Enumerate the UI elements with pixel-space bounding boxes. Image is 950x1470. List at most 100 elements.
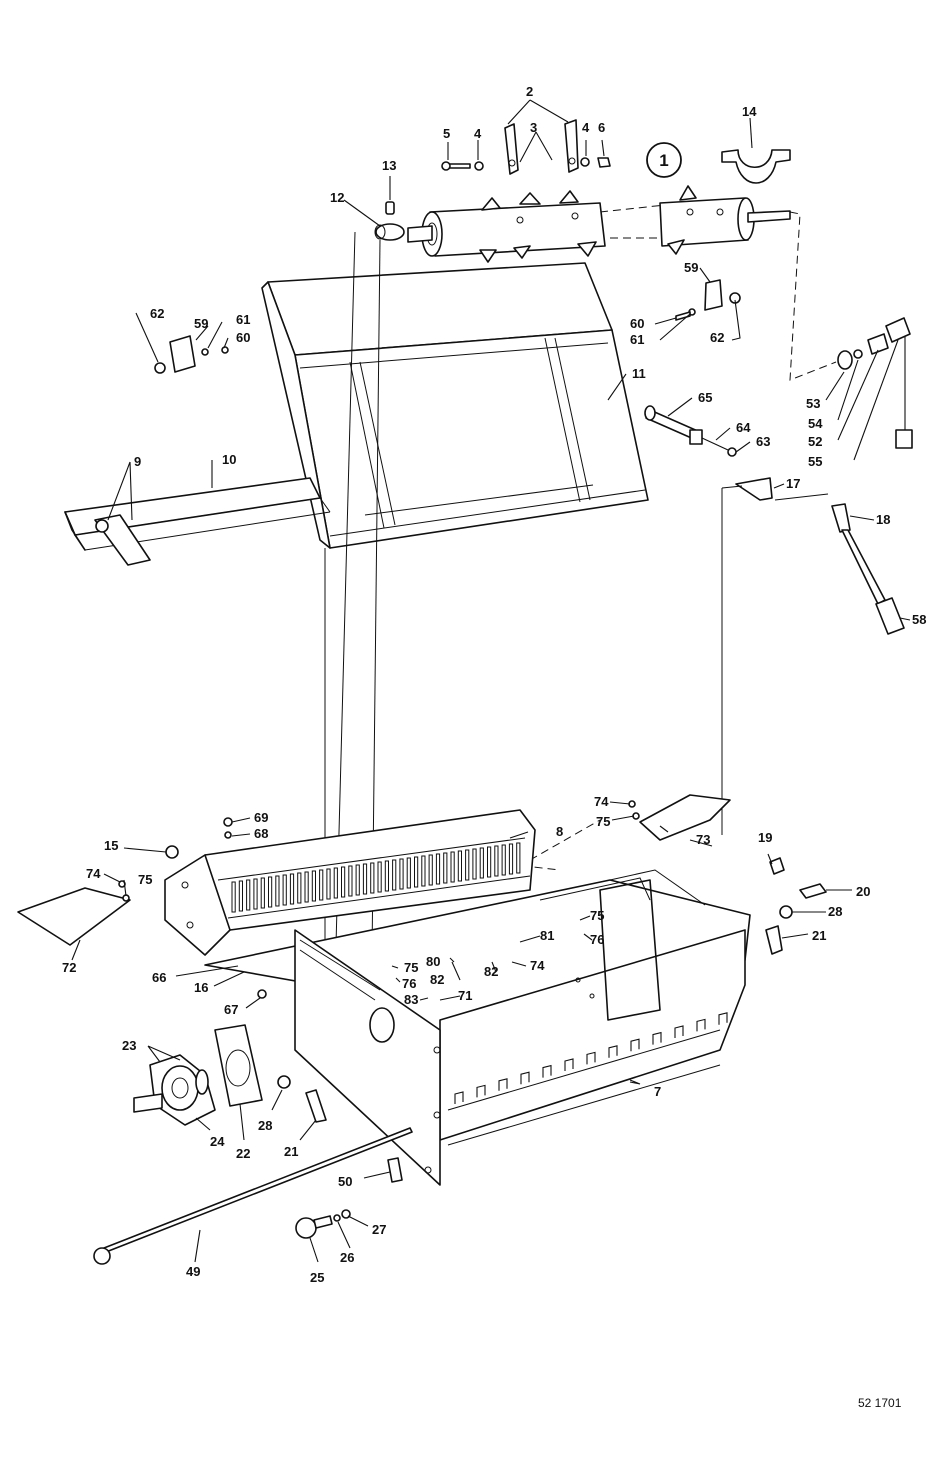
callout-74: 74 — [594, 794, 609, 809]
slot — [312, 871, 315, 901]
callout-4: 4 — [474, 126, 482, 141]
figure-number: 1 — [659, 151, 668, 170]
callout-62: 62 — [710, 330, 724, 345]
callout-67: 67 — [224, 1002, 238, 1017]
slot — [509, 844, 512, 874]
slot — [466, 850, 469, 880]
callout-50: 50 — [338, 1174, 352, 1189]
slot — [385, 861, 388, 891]
slot — [451, 852, 454, 882]
slot — [232, 882, 235, 912]
callout-64: 64 — [736, 420, 751, 435]
slot — [290, 874, 293, 904]
slot — [378, 862, 381, 892]
figure-number-circle: 1 — [647, 143, 681, 177]
slot — [334, 868, 337, 898]
callout-16: 16 — [194, 980, 208, 995]
bearing-part-23-24 — [134, 1055, 215, 1125]
callout-71: 71 — [458, 988, 472, 1003]
flap-part-73 — [640, 795, 730, 840]
callout-23: 23 — [122, 1038, 136, 1053]
callout-82: 82 — [430, 972, 444, 987]
callout-61: 61 — [630, 332, 644, 347]
slot — [495, 846, 498, 876]
callout-75: 75 — [404, 960, 418, 975]
slot — [305, 872, 308, 902]
slot — [239, 881, 242, 911]
slot — [473, 849, 476, 879]
flap-part-72 — [18, 888, 130, 945]
slot — [393, 860, 396, 890]
callout-68: 68 — [254, 826, 268, 841]
bracket-left-part-59 — [155, 336, 228, 373]
slot — [429, 855, 432, 885]
rod-part-65 — [645, 406, 736, 456]
callout-62: 62 — [150, 306, 164, 321]
callout-22: 22 — [236, 1146, 250, 1161]
callout-10: 10 — [222, 452, 236, 467]
slot — [407, 858, 410, 888]
callout-74: 74 — [530, 958, 545, 973]
slot — [415, 857, 418, 887]
callout-21: 21 — [284, 1144, 298, 1159]
nut-part-28 — [278, 1076, 290, 1088]
callout-61: 61 — [236, 312, 250, 327]
drawing-reference-number: 52 1701 — [858, 1396, 901, 1410]
callout-75: 75 — [596, 814, 610, 829]
callout-19: 19 — [758, 830, 772, 845]
slot — [320, 870, 323, 900]
pin-part-50 — [388, 1158, 402, 1182]
callout-25: 25 — [310, 1270, 324, 1285]
callout-21: 21 — [812, 928, 826, 943]
cable-parts-52-55 — [838, 318, 912, 448]
slot — [458, 851, 461, 881]
callout-18: 18 — [876, 512, 890, 527]
callout-75: 75 — [138, 872, 152, 887]
sleeve-part-12 — [375, 224, 404, 240]
callout-76: 76 — [590, 932, 604, 947]
callout-2: 2 — [526, 84, 533, 99]
callout-17: 17 — [786, 476, 800, 491]
callout-4: 4 — [582, 120, 590, 135]
callout-59: 59 — [684, 260, 698, 275]
slot — [400, 859, 403, 889]
callout-69: 69 — [254, 810, 268, 825]
slot — [254, 879, 257, 909]
slot — [276, 876, 279, 906]
slot — [444, 853, 447, 883]
slot — [502, 845, 505, 875]
callout-20: 20 — [856, 884, 870, 899]
callout-5: 5 — [443, 126, 450, 141]
slot — [363, 864, 366, 894]
slot — [247, 880, 250, 910]
lever-part-17 — [736, 478, 772, 500]
callout-28: 28 — [258, 1118, 272, 1133]
callout-55: 55 — [808, 454, 822, 469]
callout-28: 28 — [828, 904, 842, 919]
callout-59: 59 — [194, 316, 208, 331]
callout-26: 26 — [340, 1250, 354, 1265]
shaft-assembly — [408, 186, 790, 262]
callout-80: 80 — [426, 954, 440, 969]
slot — [342, 867, 345, 897]
callout-7: 7 — [654, 1084, 661, 1099]
deflector-hood-part-11 — [262, 263, 648, 548]
callout-15: 15 — [104, 838, 118, 853]
bracket-right-part-59 — [676, 280, 740, 320]
callout-54: 54 — [808, 416, 823, 431]
slot — [283, 875, 286, 905]
slot — [371, 863, 374, 893]
callout-76: 76 — [402, 976, 416, 991]
pin-part-13 — [386, 202, 394, 214]
callout-11: 11 — [632, 366, 646, 381]
callout-6: 6 — [598, 120, 605, 135]
callout-24: 24 — [210, 1134, 225, 1149]
callout-49: 49 — [186, 1264, 200, 1279]
callout-3: 3 — [530, 120, 537, 135]
callout-65: 65 — [698, 390, 712, 405]
callout-72: 72 — [62, 960, 76, 975]
callout-60: 60 — [236, 330, 250, 345]
callout-12: 12 — [330, 190, 344, 205]
callout-73: 73 — [696, 832, 710, 847]
